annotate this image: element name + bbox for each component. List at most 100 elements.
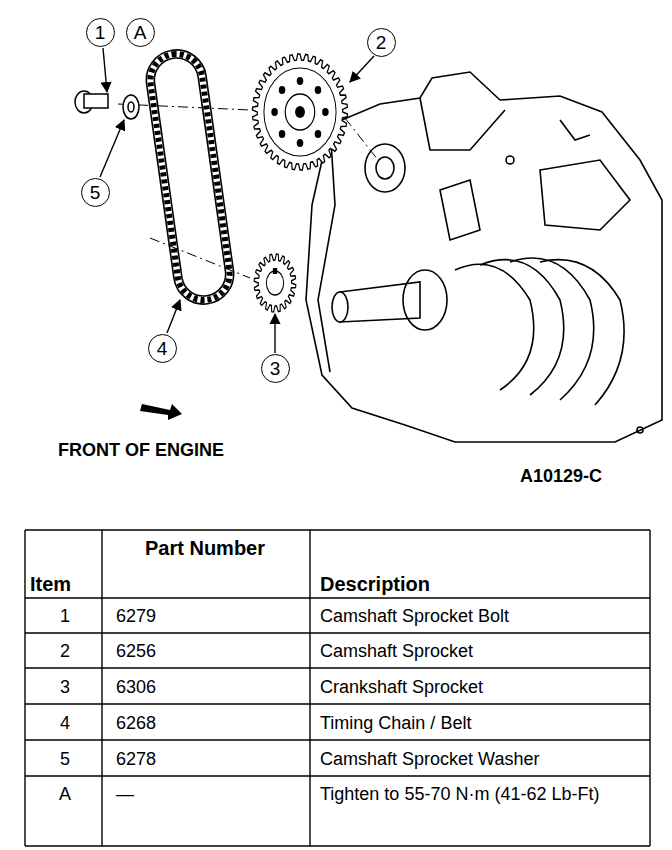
table-header: Part Number xyxy=(140,534,270,563)
table-header: Description xyxy=(320,572,640,596)
block-rib xyxy=(540,160,630,230)
description-cell: Timing Chain / Belt xyxy=(320,713,620,735)
table-rule xyxy=(25,597,650,598)
leader-line xyxy=(167,300,180,333)
sprocket-hole xyxy=(279,86,286,94)
table-rule xyxy=(309,530,310,846)
description-cell: Camshaft Sprocket xyxy=(320,641,620,663)
part-number-cell: 6278 xyxy=(116,749,296,771)
description-cell: Camshaft Sprocket Bolt xyxy=(320,606,620,628)
description-cell: Tighten to 55-70 N·m (41-62 Lb-Ft) xyxy=(320,784,620,806)
part-number-cell: — xyxy=(116,784,296,806)
table-rule xyxy=(25,529,650,530)
table-header: Item xyxy=(30,572,100,596)
camshaft-sprocket xyxy=(252,54,347,170)
washer xyxy=(123,95,139,119)
sprocket-hole xyxy=(279,130,286,138)
bolt-shank xyxy=(84,94,108,108)
crankshaft-snout xyxy=(340,282,420,322)
callout-circle: A xyxy=(126,18,155,47)
direction-arrow xyxy=(140,404,182,420)
table-rule xyxy=(25,667,650,668)
table-rule xyxy=(649,530,650,846)
chain-links xyxy=(147,51,233,304)
description-cell: Crankshaft Sprocket xyxy=(320,677,620,699)
crank-throw xyxy=(510,258,594,400)
block-detail xyxy=(560,120,590,140)
callout-circle: 2 xyxy=(367,28,396,57)
camshaft-nose xyxy=(376,157,394,179)
figure-id: A10129-C xyxy=(520,466,660,488)
leader-line xyxy=(100,120,124,177)
cover-edge xyxy=(318,125,335,372)
callout-circle: 3 xyxy=(261,354,290,383)
orientation-label: FRONT OF ENGINE xyxy=(58,440,298,462)
callout-circle: 1 xyxy=(86,18,115,47)
description-cell: Camshaft Sprocket Washer xyxy=(320,749,620,771)
sprocket-bore xyxy=(295,106,305,118)
center-line xyxy=(150,238,250,278)
main-seal xyxy=(403,270,447,330)
sprocket-hub xyxy=(285,94,315,130)
sprocket-hole xyxy=(271,108,278,116)
table-rule xyxy=(24,530,25,846)
sprocket-hole xyxy=(322,108,329,116)
leader-line xyxy=(274,314,275,353)
center-line xyxy=(345,118,378,160)
sprocket-hole xyxy=(297,77,304,85)
head-edge xyxy=(420,98,505,150)
callout-number: 3 xyxy=(270,359,281,378)
callout-number: 1 xyxy=(95,23,106,42)
callout-number: 5 xyxy=(90,183,101,202)
leader-line xyxy=(103,48,107,92)
table-rule xyxy=(101,530,102,846)
crank-throw xyxy=(540,260,624,405)
sprocket-hole xyxy=(297,139,304,147)
crankshaft-sprocket xyxy=(254,254,296,312)
snout-end xyxy=(332,292,348,322)
part-number-cell: 6268 xyxy=(116,713,296,735)
bolt-washer xyxy=(75,91,139,119)
key-slot xyxy=(273,268,277,274)
bolt-hole xyxy=(506,156,514,164)
callout-circle: 5 xyxy=(81,178,110,207)
engine-outline xyxy=(306,72,662,442)
crank-throw xyxy=(480,260,564,395)
callout-circle: 4 xyxy=(148,334,177,363)
part-number-cell: 6256 xyxy=(116,641,296,663)
item-cell: A xyxy=(30,784,100,806)
leaders xyxy=(100,48,374,353)
leader-line xyxy=(350,56,374,82)
item-cell: 3 xyxy=(30,677,100,699)
part-number-cell: 6306 xyxy=(116,677,296,699)
callout-number: 2 xyxy=(376,33,387,52)
table-rule xyxy=(25,632,650,633)
callout-number: 4 xyxy=(157,339,168,358)
chain-outer xyxy=(142,46,237,308)
sprocket-rim xyxy=(264,68,336,156)
table-rule xyxy=(25,845,650,846)
table-rule xyxy=(25,775,650,776)
engine-block xyxy=(306,72,662,442)
crank-throw xyxy=(455,264,534,390)
timing-chain xyxy=(142,46,237,308)
sprocket-teeth xyxy=(254,254,296,312)
item-cell: 1 xyxy=(30,606,100,628)
item-cell: 5 xyxy=(30,749,100,771)
block-rib xyxy=(440,180,480,240)
sprocket-hole xyxy=(315,86,322,94)
table-rule xyxy=(25,703,650,704)
sprocket-teeth xyxy=(252,54,347,170)
washer-hole xyxy=(128,102,134,112)
item-cell: 4 xyxy=(30,713,100,735)
callout-number: A xyxy=(134,23,147,42)
sprockets xyxy=(252,54,347,312)
bolt-hole xyxy=(637,427,643,433)
sprocket-hole xyxy=(315,130,322,138)
item-cell: 2 xyxy=(30,641,100,663)
sprocket-hub xyxy=(266,271,283,295)
part-number-cell: 6279 xyxy=(116,606,296,628)
table-rule xyxy=(25,739,650,740)
table-rules xyxy=(25,530,650,846)
